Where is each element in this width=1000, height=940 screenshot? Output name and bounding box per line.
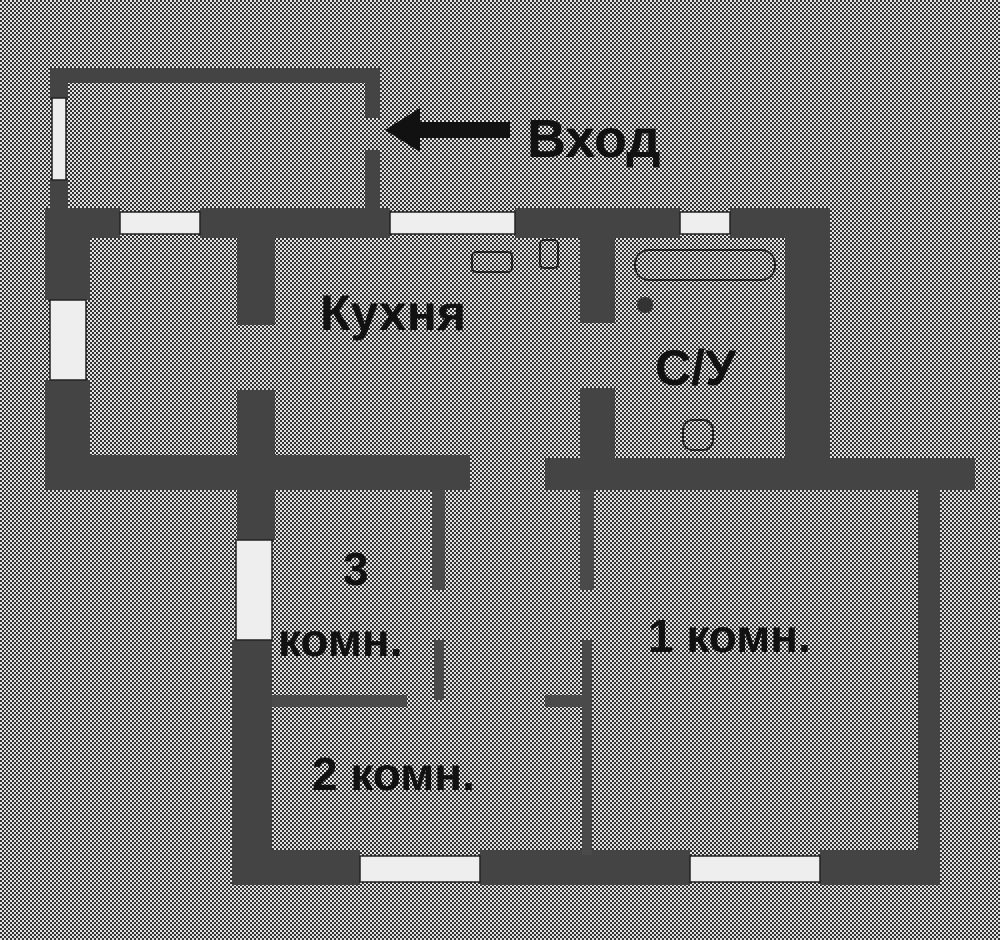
drain-icon	[637, 297, 653, 313]
room3-number: 3	[343, 543, 369, 595]
entrance-label: Вход	[527, 109, 661, 169]
stove-icon	[471, 251, 513, 273]
windows	[49, 97, 821, 883]
bathroom-label: С/У	[655, 340, 737, 396]
room3-label: комн.	[278, 614, 403, 666]
sink-icon	[539, 239, 559, 269]
room2-label: 2 комн.	[312, 748, 475, 800]
fixtures	[471, 239, 776, 451]
kitchen-label: Кухня	[320, 285, 466, 341]
entrance-arrow	[385, 108, 510, 152]
bathtub-icon	[634, 249, 776, 281]
toilet-icon	[682, 419, 714, 451]
room1-label: 1 комн.	[648, 610, 811, 662]
walls	[45, 68, 975, 885]
arrow-left-icon	[385, 108, 420, 152]
